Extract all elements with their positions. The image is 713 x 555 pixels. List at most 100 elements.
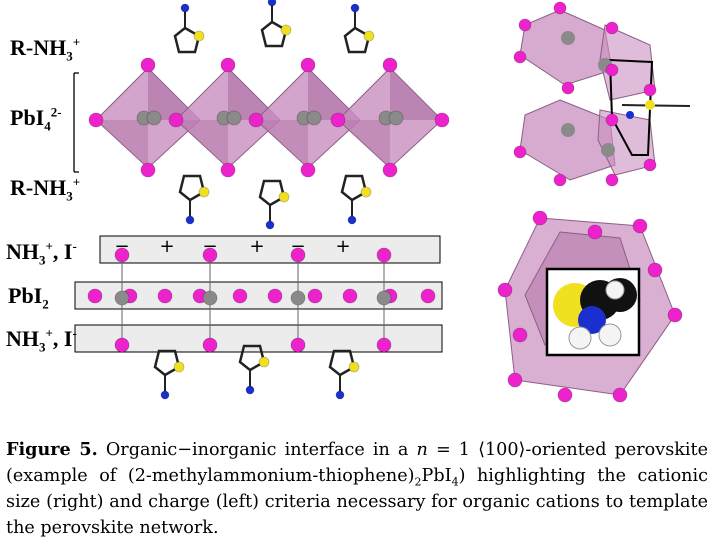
iodide-atom xyxy=(232,288,248,304)
iodide-atom xyxy=(290,337,306,353)
iodide-atom xyxy=(532,210,548,226)
iodide-atom xyxy=(382,57,398,73)
thiophene-cation xyxy=(238,344,270,395)
thiophene-cation xyxy=(343,3,375,54)
perovskite-side-view xyxy=(513,1,691,187)
label-pbi2: PbI2 xyxy=(8,283,49,312)
nitrogen-atom xyxy=(265,220,275,230)
thiophene-cation xyxy=(260,0,292,48)
iodide-atom xyxy=(267,288,283,304)
iodide-atom xyxy=(140,57,156,73)
nitrogen-atom xyxy=(350,3,360,13)
sulfur-atom xyxy=(360,186,372,198)
nitrogen-atom xyxy=(180,3,190,13)
organic-cations-bottom xyxy=(153,344,360,400)
iodide-atom xyxy=(87,288,103,304)
perovskite-top-view xyxy=(497,210,683,403)
iodide-atom xyxy=(605,113,619,127)
iodide-atom xyxy=(513,50,527,64)
iodide-atom xyxy=(518,18,532,32)
lead-atom xyxy=(290,290,306,306)
iodide-atom xyxy=(507,372,523,388)
iodide-atom xyxy=(376,337,392,353)
sulfur-atom xyxy=(173,361,185,373)
sulfur-atom xyxy=(193,30,205,42)
thiophene-cation xyxy=(258,179,290,230)
negative-charge-symbol: − xyxy=(114,236,129,257)
negative-charge-symbol: − xyxy=(202,236,217,257)
iodide-atom xyxy=(140,162,156,178)
iodide-atom xyxy=(290,247,306,263)
organic-cations-top xyxy=(173,0,375,230)
lead-atom xyxy=(376,290,392,306)
iodide-atom xyxy=(605,63,619,77)
label-nh3-i-top: NH3+, I- xyxy=(6,238,77,268)
iodide-atom xyxy=(300,162,316,178)
iodide-atom xyxy=(168,112,184,128)
sulfur-atom xyxy=(348,361,360,373)
iodide-atom xyxy=(220,57,236,73)
iodide-atom xyxy=(330,112,346,128)
label-pbi4: PbI42- xyxy=(10,104,62,134)
iodide-atom xyxy=(382,162,398,178)
iodide-atom xyxy=(632,218,648,234)
iodide-atom xyxy=(157,288,173,304)
thiophene-cation xyxy=(178,174,210,225)
iodide-atom xyxy=(300,57,316,73)
iodide-atom xyxy=(202,337,218,353)
iodide-atom xyxy=(643,83,657,97)
iodide-atom xyxy=(557,387,573,403)
thiophene-cation xyxy=(328,349,360,400)
negative-charge-symbol: − xyxy=(290,236,305,257)
iodide-atom xyxy=(561,81,575,95)
positive-charge-symbol: + xyxy=(159,236,174,257)
figure-illustration: − + − + − + xyxy=(73,0,691,403)
nitrogen-atom xyxy=(160,390,170,400)
nitrogen-atom xyxy=(267,0,277,7)
iodide-atom xyxy=(553,173,567,187)
iodide-atom xyxy=(513,145,527,159)
iodide-atom xyxy=(667,307,683,323)
positive-charge-symbol: + xyxy=(335,236,350,257)
pbi2-chain xyxy=(87,247,436,353)
iodide-atom xyxy=(342,288,358,304)
thiophene-cation xyxy=(340,174,372,225)
thiophene-cation xyxy=(173,3,205,54)
nitrogen-atom xyxy=(185,215,195,225)
charge-symbols: − + − + − + xyxy=(114,236,350,257)
label-nh3-i-bottom: NH3+, I- xyxy=(6,325,77,355)
iodide-atom xyxy=(420,288,436,304)
iodide-atom xyxy=(114,337,130,353)
thiophene-cation xyxy=(153,349,185,400)
lead-atom xyxy=(202,290,218,306)
iodide-atom xyxy=(605,173,619,187)
iodide-atom xyxy=(307,288,323,304)
iodide-atom xyxy=(512,327,528,343)
positive-charge-symbol: + xyxy=(249,236,264,257)
iodide-atom xyxy=(248,112,264,128)
figure-caption: Figure 5. Organic−inorganic interface in… xyxy=(6,439,709,538)
sulfur-atom xyxy=(258,356,270,368)
iodide-atom xyxy=(605,21,619,35)
lead-atom xyxy=(114,290,130,306)
iodide-atom xyxy=(202,247,218,263)
iodide-atom xyxy=(220,162,236,178)
iodide-atom xyxy=(88,112,104,128)
sulfur-atom xyxy=(278,191,290,203)
iodide-atom xyxy=(612,387,628,403)
nitrogen-atom xyxy=(245,385,255,395)
iodide-atom xyxy=(434,112,450,128)
octahedra-sheet xyxy=(88,57,450,178)
iodide-atom xyxy=(647,262,663,278)
caption-figure-label: Figure 5. xyxy=(6,439,98,460)
iodide-atom xyxy=(376,247,392,263)
iodide-atom xyxy=(497,282,513,298)
iodide-atom xyxy=(114,247,130,263)
iodide-atom xyxy=(587,224,603,240)
iodide-atom xyxy=(553,1,567,15)
sulfur-atom xyxy=(198,186,210,198)
nitrogen-atom xyxy=(335,390,345,400)
sulfur-atom xyxy=(280,24,292,36)
label-r-nh3-top: R-NH3+ xyxy=(10,34,81,64)
sulfur-atom xyxy=(363,30,375,42)
